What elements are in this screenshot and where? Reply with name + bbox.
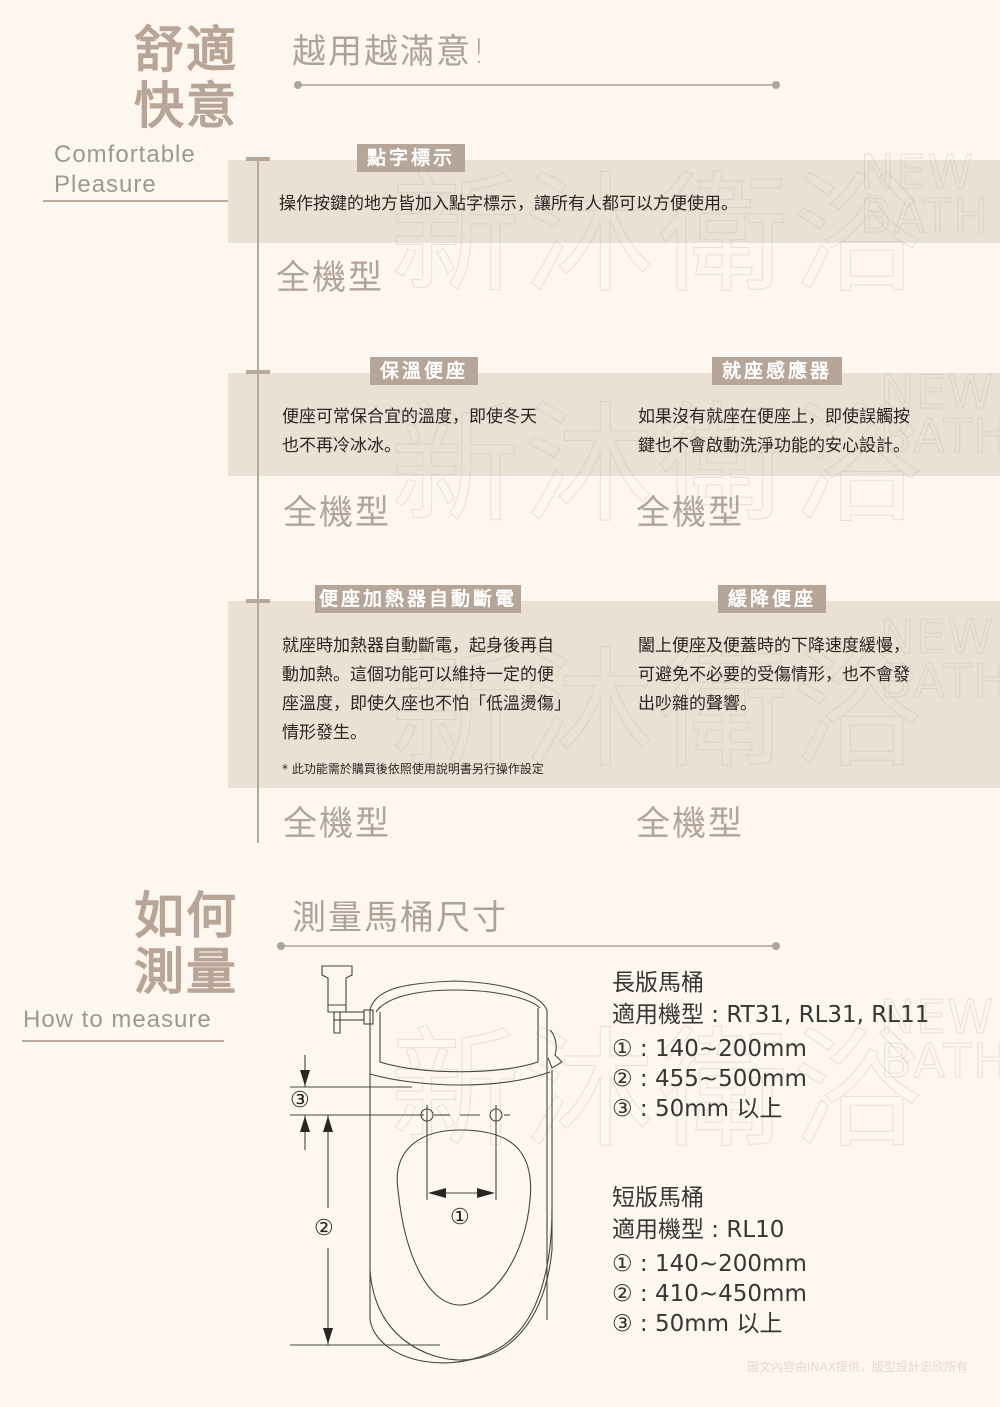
feature-band-2 [228, 373, 1000, 476]
desc-line: 出吵雜的聲響。 [638, 694, 757, 714]
timeline-tick [246, 157, 270, 161]
dim-label-2: ② [314, 1216, 334, 1241]
measure-english-subtitle: How to measure [23, 1006, 212, 1033]
feature-band-1 [228, 160, 1000, 243]
feature-model-soft-close: 全機型 [636, 804, 744, 844]
feature-desc-braille: 操作按鍵的地方皆加入點字標示，讓所有人都可以方便使用。 [279, 194, 738, 214]
feature-desc-heated-seat: 便座可常保合宜的溫度，即使冬天 也不再冷冰冰。 [282, 403, 537, 461]
desc-line: 情形發生。 [282, 723, 367, 743]
desc-line: 動加熱。這個功能可以維持一定的便 [282, 665, 554, 685]
long-toilet-specs: 長版馬桶 適用機型 : RT31, RL31, RL11 ① : 140~200… [612, 968, 929, 1124]
timeline-line [257, 158, 259, 843]
feature-model-auto-power-off: 全機型 [283, 804, 391, 844]
feature-band-3 [228, 601, 1000, 788]
feature-desc-auto-power-off: 就座時加熱器自動斷電，起身後再自 動加熱。這個功能可以維持一定的便 座溫度，即使… [282, 632, 571, 748]
feature-desc-soft-close: 闔上便座及便蓋時的下降速度緩慢， 可避免不必要的受傷情形，也不會發 出吵雜的聲響… [638, 632, 910, 719]
measure-title: 如何 測量 [120, 888, 238, 1000]
feature-badge-heated-seat: 保溫便座 [370, 357, 479, 385]
english-line2: Pleasure [54, 171, 157, 198]
measure-title-line1: 如何 [134, 886, 238, 945]
feature-note-auto-power-off: * 此功能需於購買後依照使用說明書另行操作設定 [282, 762, 544, 776]
feature-desc-seat-sensor: 如果沒有就座在便座上，即使誤觸按 鍵也不會啟動洗淨功能的安心設計。 [638, 403, 910, 461]
comfort-title: 舒適 快意 [120, 22, 238, 134]
spec-dim2: ② : 410~450mm [612, 1281, 807, 1307]
dim-label-1: ① [450, 1205, 470, 1230]
spec-title: 短版馬桶 [612, 1185, 704, 1211]
toilet-measurement-diagram [290, 965, 563, 1364]
feature-badge-soft-close: 緩降便座 [718, 585, 827, 613]
spec-models: 適用機型 : RL10 [612, 1217, 785, 1243]
footer-credit: 圖文內容由INAX提供．版型設計忠欣所有 [747, 1360, 968, 1374]
desc-line: 就座時加熱器自動斷電，起身後再自 [282, 636, 554, 656]
feature-badge-seat-sensor: 就座感應器 [712, 357, 843, 385]
measure-title-line2: 測量 [134, 942, 238, 1001]
measure-heading: 測量馬桶尺寸 [292, 898, 508, 938]
comfort-title-line1: 舒適 [134, 20, 238, 79]
spec-models: 適用機型 : RT31, RL31, RL11 [612, 1002, 930, 1028]
english-line1: Comfortable [54, 141, 196, 168]
dim-label-3: ③ [290, 1088, 310, 1113]
desc-line: 也不再冷冰冰。 [282, 436, 401, 456]
spec-dim2: ② : 455~500mm [612, 1066, 807, 1092]
spec-title: 長版馬桶 [612, 970, 704, 996]
comfort-english-subtitle: Comfortable Pleasure [54, 140, 196, 200]
desc-line: 闔上便座及便蓋時的下降速度緩慢， [638, 636, 910, 656]
feature-badge-auto-power-off: 便座加熱器自動斷電 [315, 585, 522, 613]
spec-dim3: ③ : 50mm 以上 [612, 1311, 783, 1337]
desc-line: 可避免不必要的受傷情形，也不會發 [638, 665, 910, 685]
feature-model-heated-seat: 全機型 [283, 493, 391, 533]
spec-dim3: ③ : 50mm 以上 [612, 1096, 783, 1122]
comfort-underline [43, 200, 230, 202]
desc-line: 如果沒有就座在便座上，即使誤觸按 [638, 407, 910, 427]
feature-model-braille: 全機型 [276, 258, 384, 298]
comfort-title-line2: 快意 [134, 76, 238, 135]
desc-line: 便座可常保合宜的溫度，即使冬天 [282, 407, 537, 427]
feature-badge-braille: 點字標示 [357, 144, 466, 172]
comfort-heading-rule [294, 81, 780, 89]
short-toilet-specs: 短版馬桶 適用機型 : RL10 ① : 140~200mm ② : 410~4… [612, 1183, 807, 1339]
feature-model-seat-sensor: 全機型 [636, 493, 744, 533]
spec-dim1: ① : 140~200mm [612, 1036, 807, 1062]
spec-dim1: ① : 140~200mm [612, 1251, 807, 1277]
measure-heading-rule [277, 942, 780, 950]
timeline-tick [246, 599, 270, 603]
timeline-tick [246, 370, 270, 374]
desc-line: 鍵也不會啟動洗淨功能的安心設計。 [638, 436, 910, 456]
comfort-heading: 越用越滿意! [292, 32, 488, 72]
measure-underline [22, 1040, 224, 1042]
desc-line: 座溫度，即使久座也不怕「低溫燙傷」 [282, 694, 571, 714]
